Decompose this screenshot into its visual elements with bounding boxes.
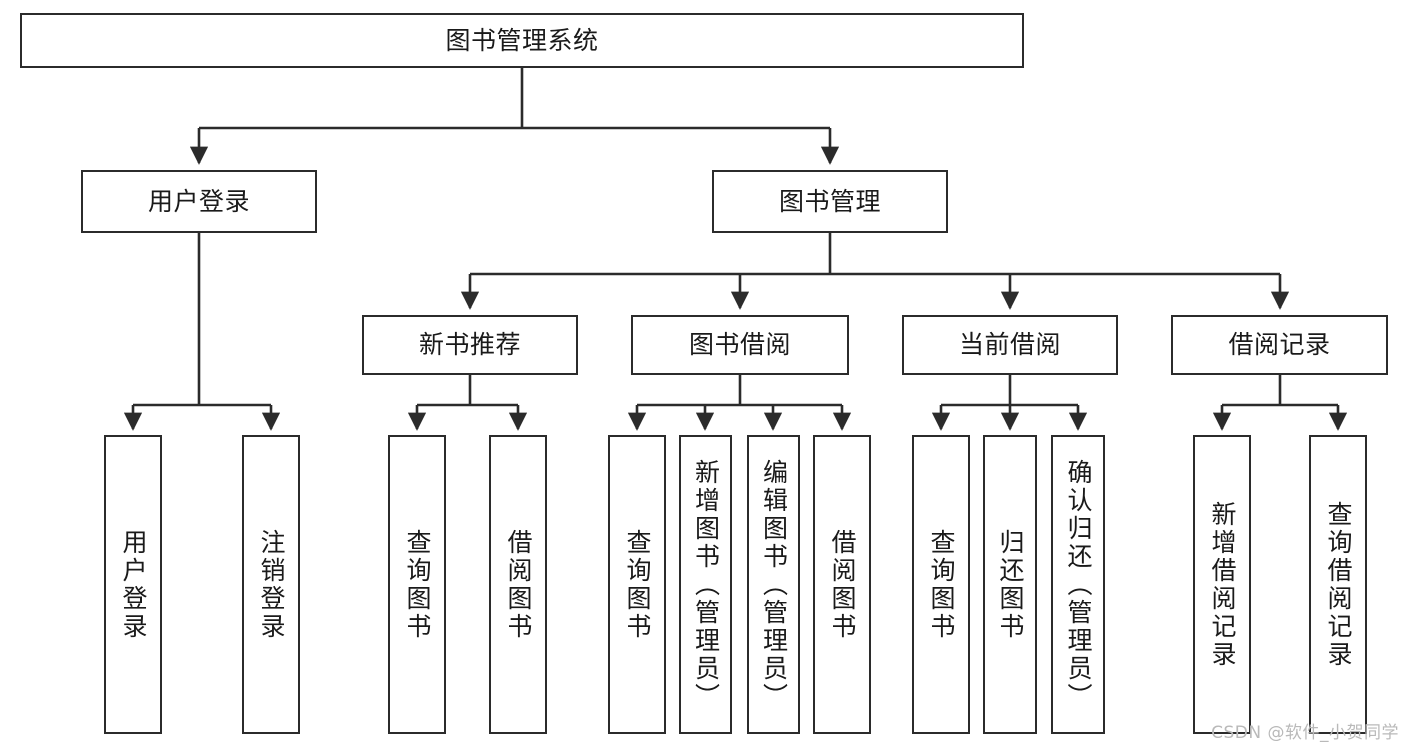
node-label: 新书推荐: [418, 330, 521, 360]
node-label: 借阅图书: [504, 528, 533, 641]
node-label: 图书管理: [778, 186, 881, 216]
node-root-book-management-system[interactable]: 图书管理系统: [20, 13, 1024, 68]
node-label: 借阅图书: [828, 528, 857, 641]
leaf-borrow-book[interactable]: 借阅图书: [813, 435, 871, 734]
leaf-edit-book-admin[interactable]: 编辑图书（管理员）: [747, 435, 800, 734]
leaf-query-book-current[interactable]: 查询图书: [912, 435, 970, 734]
node-current-borrow[interactable]: 当前借阅: [902, 315, 1118, 375]
node-label: 编辑图书（管理员）: [759, 458, 789, 711]
node-label: 查询借阅记录: [1324, 500, 1353, 669]
leaf-add-borrow-record[interactable]: 新增借阅记录: [1193, 435, 1251, 734]
node-label: 查询图书: [623, 528, 652, 641]
node-borrow-record[interactable]: 借阅记录: [1171, 315, 1388, 375]
leaf-logout[interactable]: 注销登录: [242, 435, 300, 734]
csdn-watermark: CSDN @软件_小贺同学: [1211, 723, 1399, 743]
node-label: 查询图书: [403, 528, 432, 641]
node-label: 用户登录: [119, 528, 148, 641]
leaf-borrow-book-recommend[interactable]: 借阅图书: [489, 435, 547, 734]
node-label: 确认归还（管理员）: [1064, 458, 1093, 711]
leaf-query-book-recommend[interactable]: 查询图书: [388, 435, 446, 734]
leaf-user-login[interactable]: 用户登录: [104, 435, 162, 734]
leaf-query-book-borrow[interactable]: 查询图书: [608, 435, 666, 734]
node-label: 新增借阅记录: [1208, 500, 1237, 669]
node-label: 当前借阅: [958, 330, 1061, 360]
node-label: 图书管理系统: [445, 25, 599, 55]
node-book-management[interactable]: 图书管理: [712, 170, 948, 233]
node-label: 归还图书: [996, 528, 1025, 641]
leaf-return-book[interactable]: 归还图书: [983, 435, 1037, 734]
node-label: 注销登录: [257, 528, 286, 641]
node-label: 用户登录: [147, 186, 250, 216]
node-label: 图书借阅: [688, 330, 791, 360]
node-book-borrow[interactable]: 图书借阅: [631, 315, 849, 375]
node-new-book-recommend[interactable]: 新书推荐: [362, 315, 578, 375]
node-user-login[interactable]: 用户登录: [81, 170, 317, 233]
leaf-query-borrow-record[interactable]: 查询借阅记录: [1309, 435, 1367, 734]
leaf-confirm-return-admin[interactable]: 确认归还（管理员）: [1051, 435, 1105, 734]
node-label: 新增图书（管理员）: [691, 458, 721, 711]
leaf-add-book-admin[interactable]: 新增图书（管理员）: [679, 435, 732, 734]
node-label: 借阅记录: [1228, 330, 1331, 360]
node-label: 查询图书: [927, 528, 956, 641]
